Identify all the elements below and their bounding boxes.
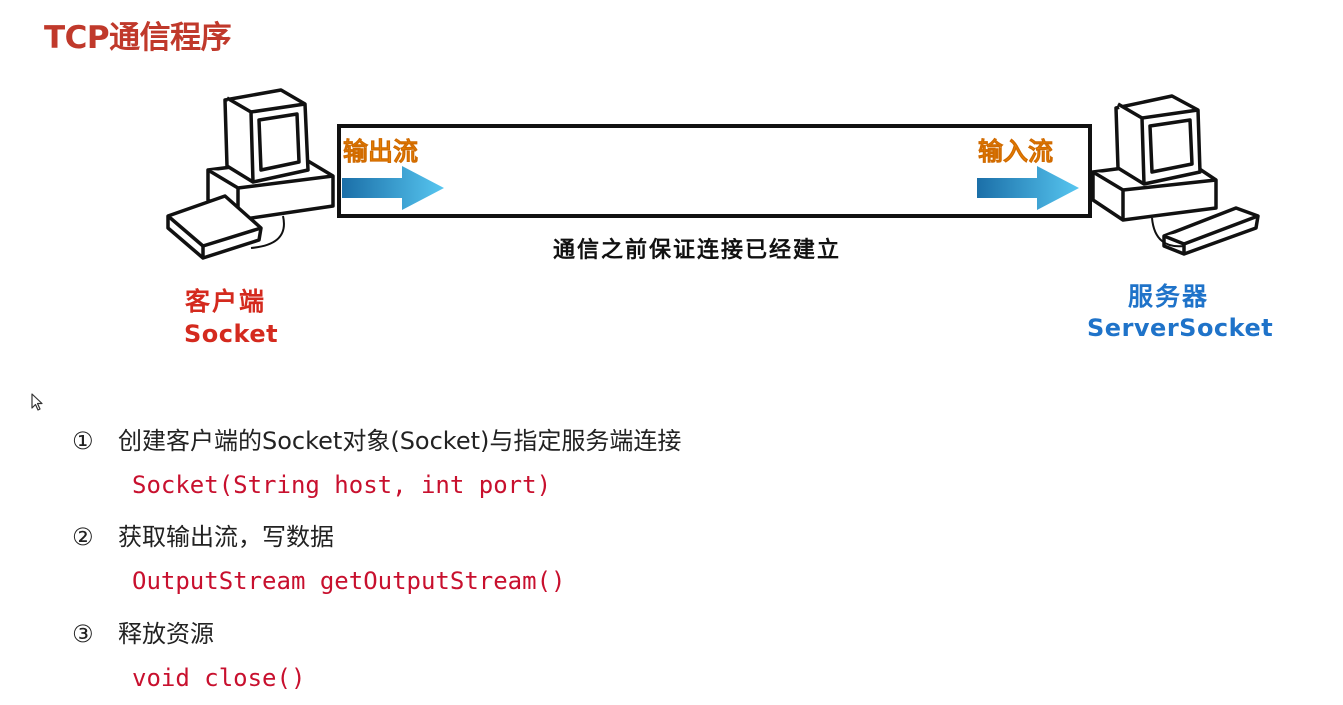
input-stream-label: 输入流 [978,137,1054,167]
output-arrow-right-icon [342,166,444,210]
server-role-label: 服务器 [1128,282,1210,311]
step-1: ① 创建客户端的Socket对象(Socket)与指定服务端连接 [72,421,681,456]
step-1-number: ① [72,427,94,455]
server-class-label: ServerSocket [1087,314,1274,342]
page-title: TCP通信程序 [44,20,232,56]
step-3-code: void close() [132,664,306,692]
step-2-text: 获取输出流，写数据 [118,523,334,551]
step-2-number: ② [72,523,94,551]
step-1-text: 创建客户端的Socket对象(Socket)与指定服务端连接 [118,427,682,455]
client-computer-icon [166,88,335,260]
output-stream-label: 输出流 [343,137,419,167]
step-3-number: ③ [72,620,94,648]
step-2-code: OutputStream getOutputStream() [132,567,566,595]
mouse-cursor-icon [31,393,43,411]
server-computer-icon [1091,94,1260,256]
client-role-label: 客户端 [185,287,267,316]
step-3-text: 释放资源 [118,620,214,648]
input-arrow-right-icon [977,166,1079,210]
connection-pipe [337,124,1092,218]
client-class-label: Socket [184,320,279,348]
connection-caption: 通信之前保证连接已经建立 [553,238,842,263]
step-2: ② 获取输出流，写数据 [72,517,334,552]
step-1-code: Socket(String host, int port) [132,471,552,499]
step-3: ③ 释放资源 [72,614,214,649]
